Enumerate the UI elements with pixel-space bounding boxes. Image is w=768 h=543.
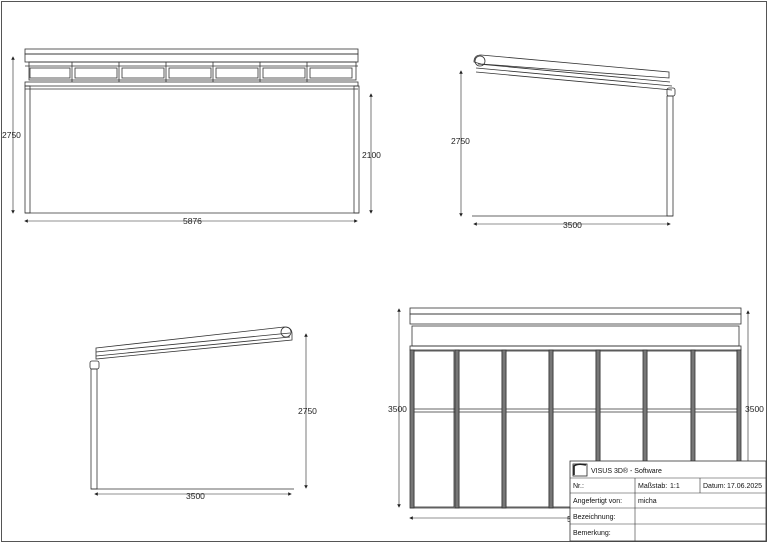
glass-height-right-label: 3500 [745,404,764,414]
date-label: Datum: [703,483,726,490]
glass-front-dimensions [397,308,750,520]
glass-height-left-label: 3500 [388,404,407,414]
side-left-depth-label: 3500 [186,491,205,501]
front-height-inner-label: 2100 [362,150,381,160]
scale-value: 1:1 [670,483,680,490]
software-name: VISUS 3D® - Software [591,467,662,475]
visus-logo [572,463,588,477]
scale-label: Maßstab: [638,483,667,490]
side-view-left [89,326,294,490]
front-width-label: 5876 [183,216,202,226]
front-roof-panels [29,62,353,82]
side-view-right [472,54,676,217]
designation-label: Bezeichnung: [573,514,615,521]
side-right-height-label: 2750 [451,136,470,146]
remark-label: Bemerkung: [573,530,611,537]
glass-width-label-partial: 5 [567,514,572,524]
front-height-total-label: 2750 [2,130,21,140]
side-right-depth-label: 3500 [563,220,582,230]
glass-front-view [409,307,742,509]
nr-label: Nr.: [573,483,584,490]
side-left-dimensions [94,333,308,496]
side-left-height-label: 2750 [298,406,317,416]
author-value: micha [638,498,657,505]
side-right-dimensions [459,70,671,226]
date-value: 17.06.2025 [727,483,762,490]
front-view [24,48,360,214]
author-label: Angefertigt von: [573,498,622,505]
title-block: VISUS 3D® - Software Nr.: Maßstab: 1:1 D… [569,460,767,542]
front-dimensions [11,56,373,223]
